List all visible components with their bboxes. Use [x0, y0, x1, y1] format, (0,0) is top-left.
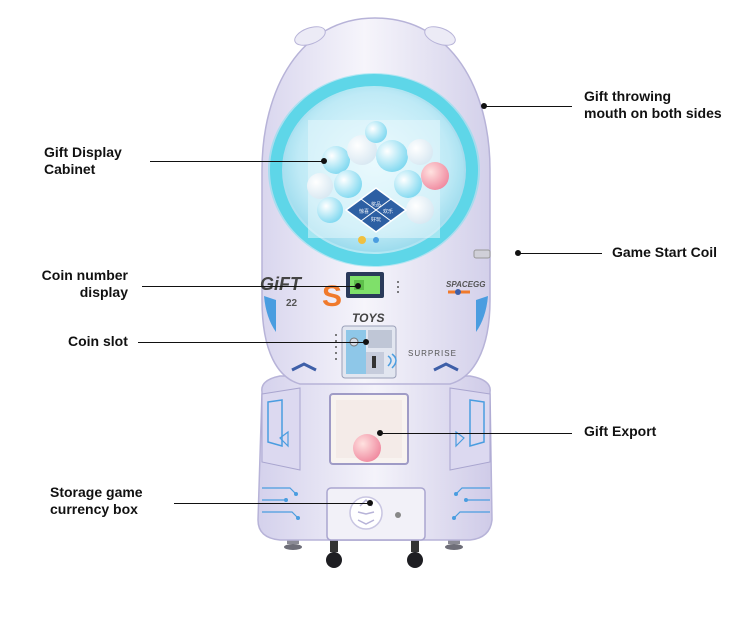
- brand-number-text: 22: [286, 298, 298, 309]
- panel-glyph-left: 惊喜: [359, 208, 369, 215]
- label-coin-number-line2: display: [79, 284, 128, 300]
- machine-base: [257, 375, 493, 541]
- leader-line-gift-export: [380, 433, 572, 434]
- leader-line-coin-slot: [138, 342, 366, 343]
- brand-s-text: S: [322, 280, 342, 313]
- leader-line-coin-number: [142, 286, 358, 287]
- label-coin-number: Coin number display: [34, 267, 128, 301]
- label-gift-display: Gift Display Cabinet: [44, 144, 122, 178]
- label-gift-throwing-line2: mouth on both sides: [584, 105, 722, 121]
- leader-line-game-start: [518, 253, 602, 254]
- leader-line-gift-display: [150, 161, 324, 162]
- leader-dot-storage-box: [367, 500, 373, 506]
- leader-dot-game-start: [515, 250, 521, 256]
- brand-gift-text: GiFT: [260, 274, 303, 294]
- label-gift-display-line2: Cabinet: [44, 161, 96, 177]
- leader-dot-coin-number: [355, 283, 361, 289]
- gift-display-cabinet-graphic: 奖品 惊喜 欢乐 好玩: [268, 73, 480, 267]
- label-gift-export-line1: Gift Export: [584, 423, 657, 439]
- label-game-start: Game Start Coil: [612, 244, 717, 261]
- label-gift-display-line1: Gift Display: [44, 144, 122, 160]
- label-coin-slot: Coin slot: [68, 333, 128, 350]
- leader-dot-gift-throwing: [481, 103, 487, 109]
- panel-glyph-bottom: 好玩: [371, 216, 381, 223]
- gift-export-window: [329, 393, 409, 465]
- brand-toys-text: TOYS: [352, 311, 384, 325]
- side-spacegg-text: SPACEGG: [446, 280, 485, 289]
- label-gift-throwing-line1: Gift throwing: [584, 88, 672, 104]
- start-coil-graphic: [473, 249, 491, 259]
- leader-dot-gift-display: [321, 158, 327, 164]
- label-coin-number-line1: Coin number: [41, 267, 128, 283]
- label-gift-export: Gift Export: [584, 423, 656, 440]
- control-panel-graphic: GiFT 22 S TOYS SPACEGG SURPRISE: [260, 272, 485, 379]
- leader-line-storage-box: [174, 503, 370, 504]
- leader-line-gift-throwing: [484, 106, 572, 107]
- panel-glyph-right: 欢乐: [383, 208, 393, 215]
- label-storage-box-line1: Storage game: [50, 484, 143, 500]
- surprise-text: SURPRISE: [408, 349, 457, 358]
- label-storage-box-line2: currency box: [50, 501, 138, 517]
- label-storage-box: Storage game currency box: [50, 484, 143, 518]
- leader-dot-coin-slot: [363, 339, 369, 345]
- label-coin-slot-line1: Coin slot: [68, 333, 128, 349]
- label-gift-throwing: Gift throwing mouth on both sides: [584, 88, 722, 122]
- label-game-start-line1: Game Start Coil: [612, 244, 718, 260]
- leader-dot-gift-export: [377, 430, 383, 436]
- panel-glyph-top: 奖品: [371, 201, 381, 208]
